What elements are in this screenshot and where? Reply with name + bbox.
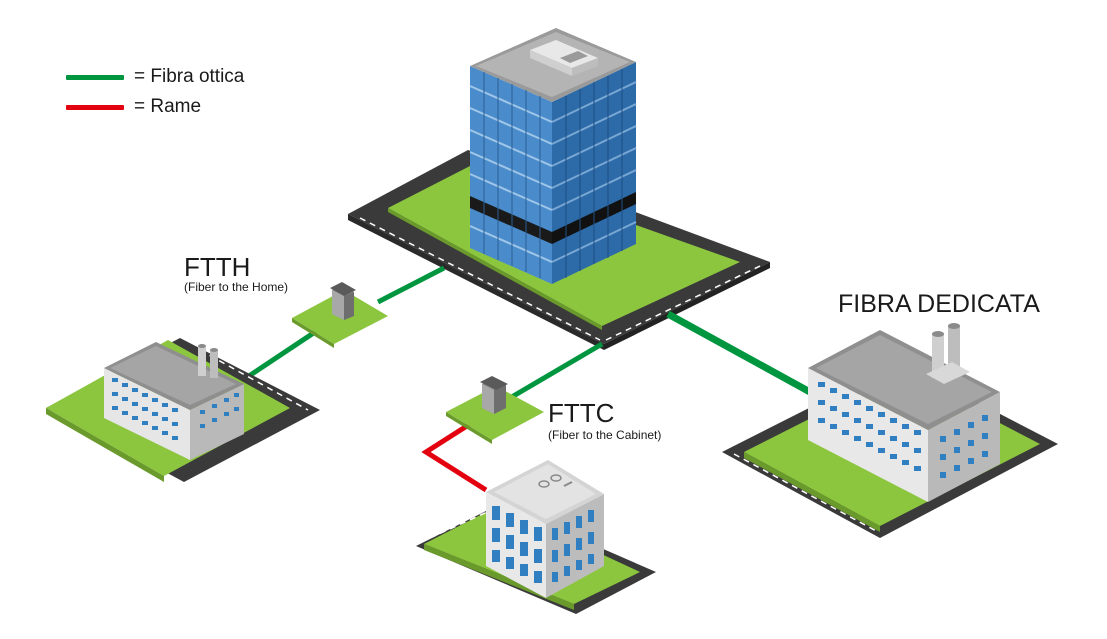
office-tower	[469, 28, 637, 284]
ftth-house	[46, 338, 320, 482]
fttc-cabinet	[446, 376, 544, 444]
fttc-title: FTTC	[548, 398, 615, 428]
ftth-subtitle: (Fiber to the Home)	[184, 280, 289, 294]
ftth-cabinet	[292, 282, 388, 348]
legend-item-fiber: = Fibra ottica	[66, 66, 244, 88]
legend-label-copper: = Rame	[134, 96, 202, 117]
fiber-swatch	[66, 74, 124, 80]
dedicated-factory	[722, 323, 1058, 538]
legend-label-fiber: = Fibra ottica	[134, 66, 245, 87]
ftth-title: FTTH	[184, 252, 251, 282]
dedicated-fiber-title: FIBRA DEDICATA	[838, 290, 1040, 318]
fiber-links	[244, 265, 812, 493]
legend-item-copper: = Rame	[66, 96, 201, 118]
fttc-building	[416, 460, 656, 614]
fttc-subtitle: (Fiber to the Cabinet)	[548, 428, 662, 442]
copper-swatch	[66, 104, 124, 110]
